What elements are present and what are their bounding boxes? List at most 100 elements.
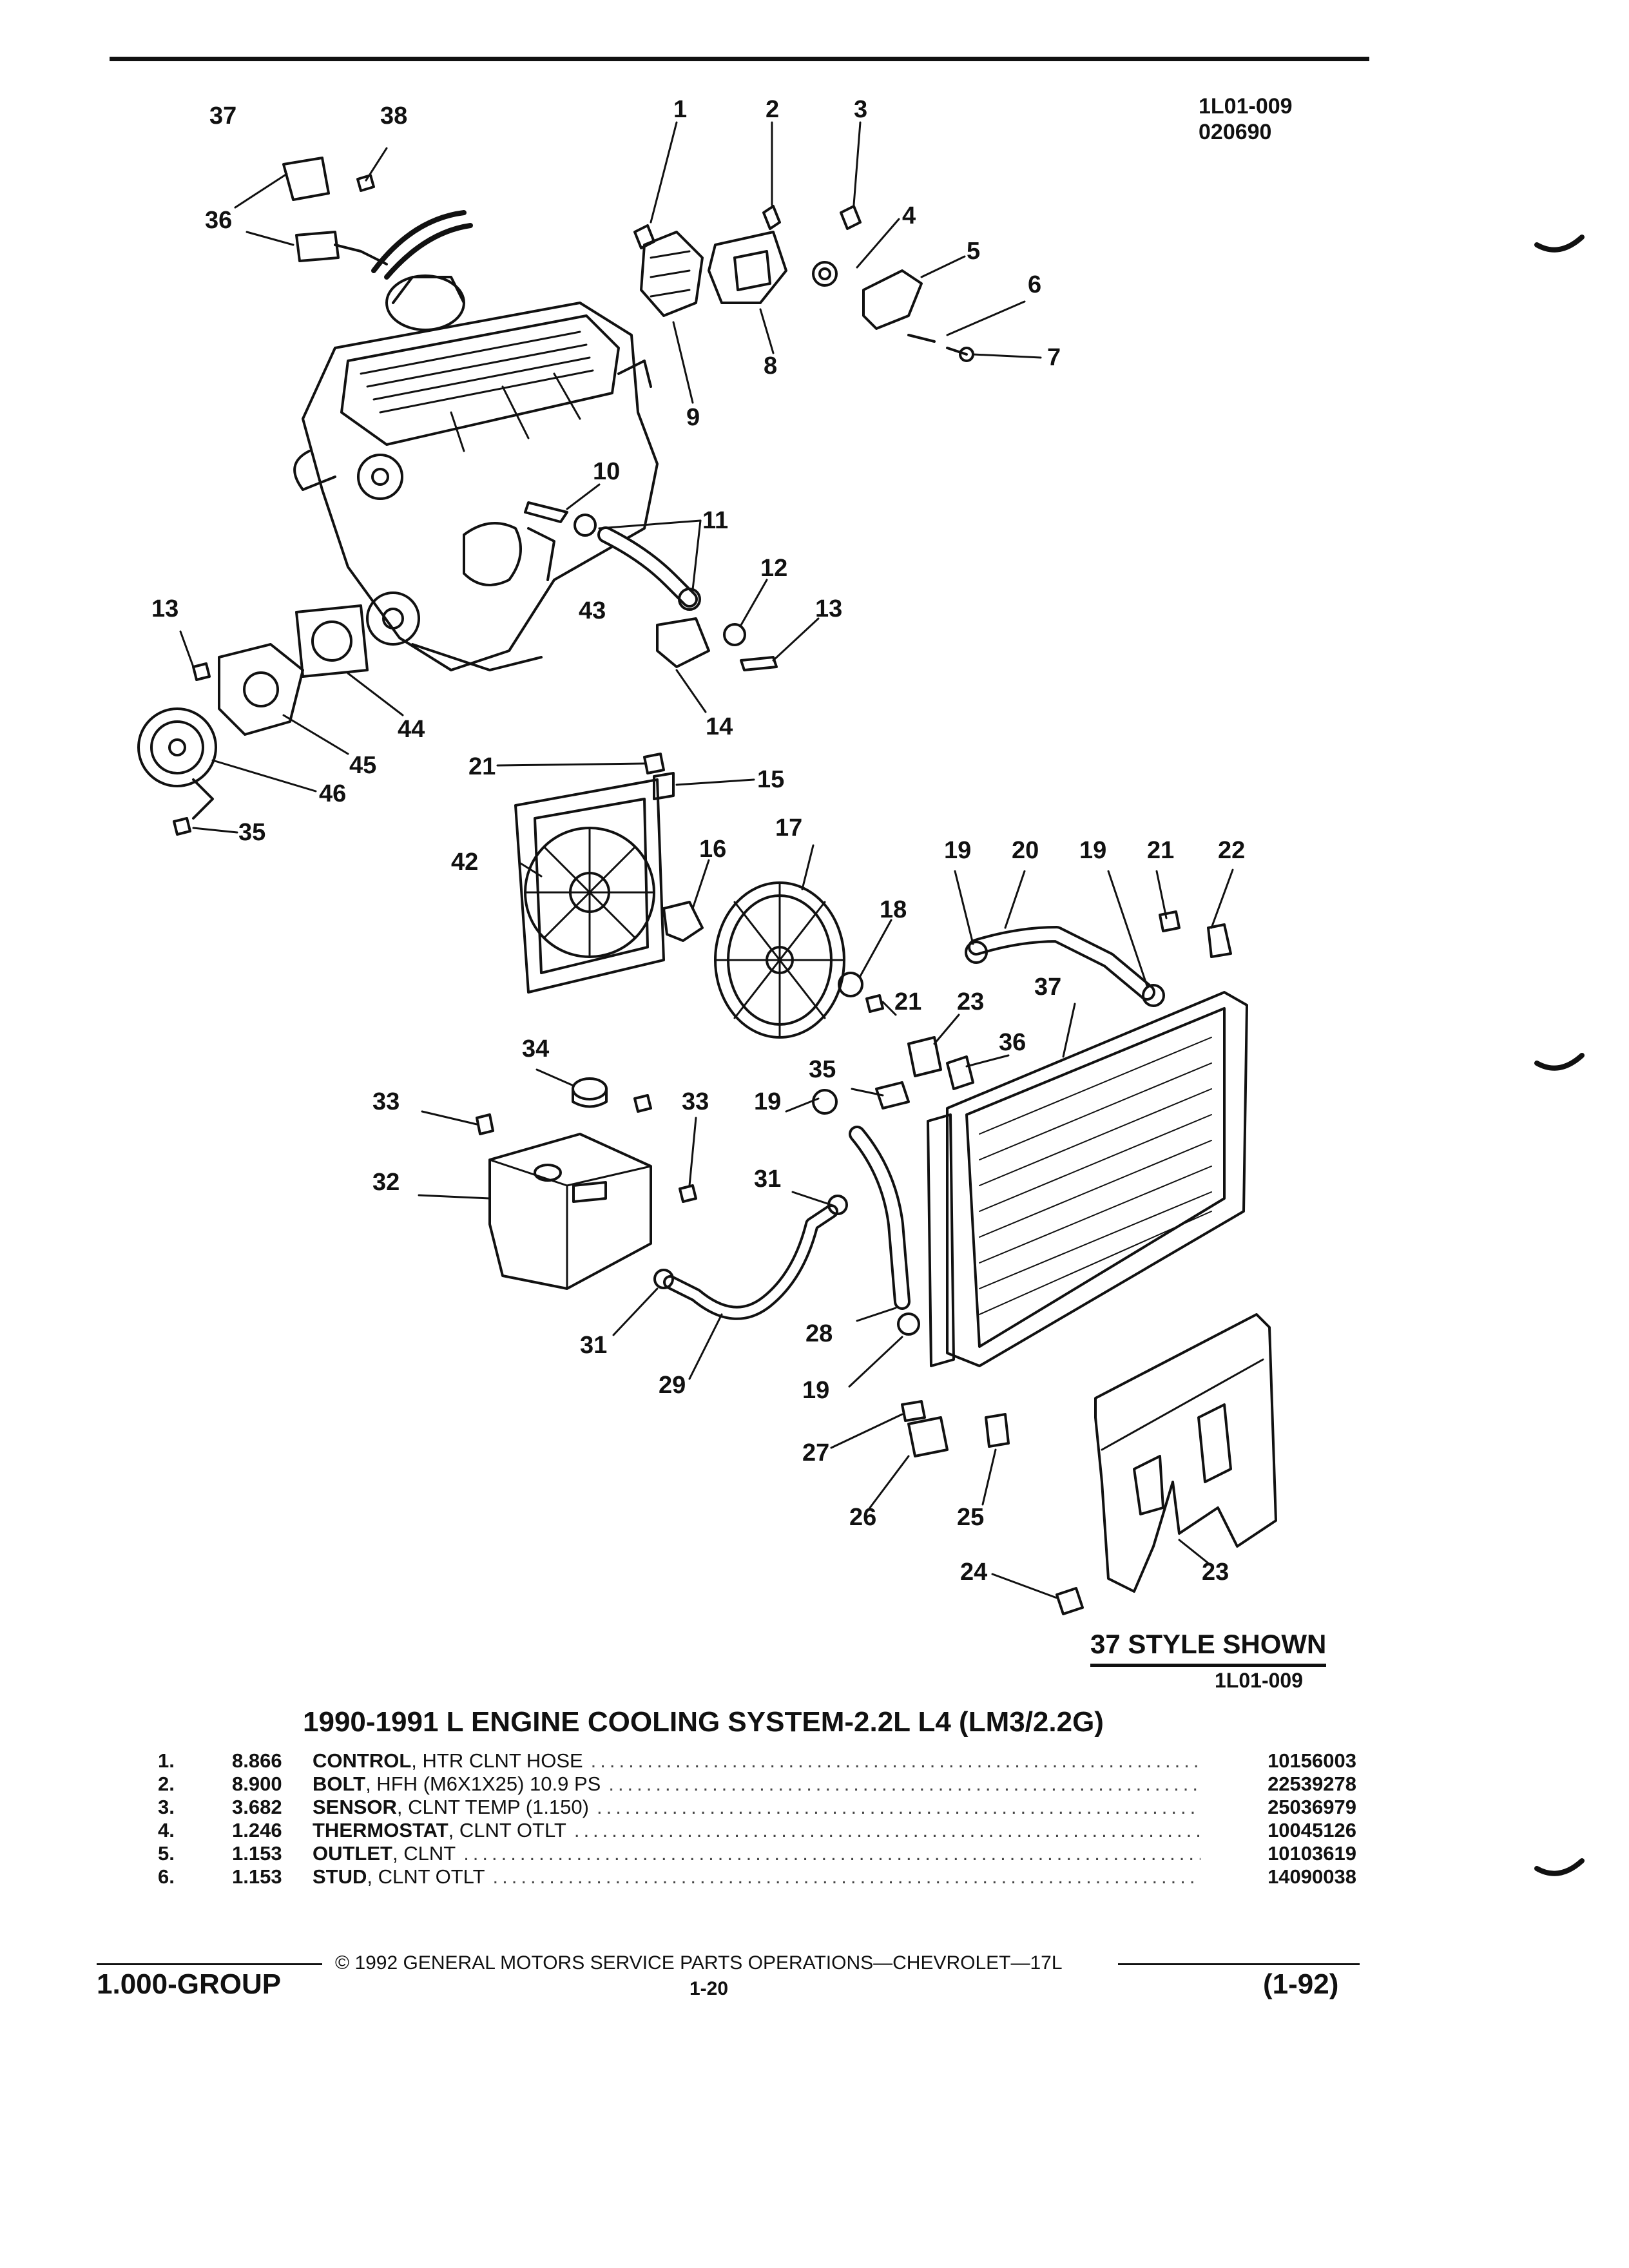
callout-20: 20: [1012, 837, 1039, 864]
item-part-number: 22539278: [1268, 1773, 1356, 1795]
heater-hose-group: [524, 501, 778, 671]
item-name: THERMOSTAT: [313, 1819, 448, 1841]
parts-list-row: 6. 1.153 STUD , CLNT OTLT 14090038: [158, 1865, 1356, 1888]
callout-22: 22: [1218, 837, 1246, 864]
callout-46: 38: [380, 102, 408, 130]
callout-21-top: 21: [468, 753, 496, 780]
item-part-number: 14090038: [1268, 1865, 1356, 1888]
callout-33-left: 33: [372, 1088, 400, 1115]
callout-15: 15: [757, 766, 785, 793]
callout-9: 9: [686, 404, 700, 431]
callout-21-right: 21: [1147, 837, 1175, 864]
reference-date: 020690: [1199, 120, 1272, 144]
item-number: 2.: [158, 1773, 175, 1795]
water-pump-group: [137, 604, 369, 836]
callout-24: 23: [1202, 1559, 1229, 1586]
dot-leader: [574, 1819, 1200, 1842]
dot-leader: [608, 1773, 1200, 1796]
callout-38: 42: [451, 849, 479, 876]
top-rule: [110, 57, 1369, 61]
engine-block: [293, 210, 659, 671]
callout-27: 26: [849, 1504, 877, 1531]
callout-31-right: 31: [754, 1166, 782, 1193]
section-title: 1990-1991 L ENGINE COOLING SYSTEM-2.2L L…: [303, 1706, 1104, 1738]
item-description: , CLNT: [392, 1842, 456, 1865]
callout-13-left: 13: [151, 595, 179, 622]
callout-41: 45: [349, 752, 377, 779]
binder-mark: [1534, 1858, 1585, 1876]
callout-33-right: 33: [682, 1088, 709, 1115]
parts-list: 1. 8.866 CONTROL , HTR CLNT HOSE 1015600…: [158, 1749, 1356, 1888]
callout-2: 2: [766, 96, 780, 123]
item-group-number: 8.900: [232, 1773, 282, 1795]
item-number: 1.: [158, 1749, 175, 1772]
callout-19-c: 19: [754, 1088, 782, 1115]
connector-parts: [282, 157, 388, 265]
callout-26: 25: [957, 1504, 985, 1531]
callout-19-b: 19: [1079, 837, 1107, 864]
item-description: , CLNT TEMP (1.150): [396, 1796, 589, 1818]
item-group-number: 8.866: [232, 1749, 282, 1772]
item-number: 3.: [158, 1796, 175, 1818]
footer-page-number: 1-20: [689, 1978, 729, 1999]
binder-mark: [1534, 235, 1585, 253]
callout-32: 32: [372, 1169, 400, 1196]
footer-rule-right: [1118, 1963, 1360, 1965]
thermostat-housing: [633, 205, 974, 362]
parts-list-row: 2. 8.900 BOLT , HFH (M6X1X25) 10.9 PS 22…: [158, 1773, 1356, 1796]
item-number: 5.: [158, 1842, 175, 1865]
reference-code: 1L01-009: [1199, 94, 1293, 119]
callout-36: 36: [999, 1029, 1027, 1056]
item-part-number: 10103619: [1268, 1842, 1356, 1865]
parts-list-row: 3. 3.682 SENSOR , CLNT TEMP (1.150) 2503…: [158, 1796, 1356, 1819]
footer-rule-left: [97, 1963, 322, 1965]
item-name: OUTLET: [313, 1842, 392, 1865]
item-part-number: 10156003: [1268, 1749, 1356, 1772]
dot-leader: [591, 1749, 1200, 1773]
dot-leader: [493, 1865, 1200, 1888]
callout-16: 16: [699, 836, 727, 863]
binder-mark: [1534, 1053, 1585, 1071]
dot-leader: [597, 1796, 1200, 1819]
callout-4: 4: [902, 202, 916, 229]
reference-block: 1L01-009 020690: [1199, 93, 1293, 145]
lower-bracket-group: [901, 1313, 1277, 1615]
dot-leader: [463, 1842, 1200, 1865]
parts-list-row: 5. 1.153 OUTLET , CLNT 10103619: [158, 1842, 1356, 1865]
item-description: , CLNT OTLT: [448, 1819, 566, 1841]
callout-39: 43: [579, 597, 606, 624]
callout-45: 37: [209, 102, 237, 130]
callout-21-mid: 21: [894, 988, 922, 1015]
callout-13-right: 13: [815, 595, 843, 622]
footer-date: (1-92): [1263, 1968, 1339, 2000]
callout-29: 28: [805, 1320, 833, 1347]
leader-lines: [179, 121, 1234, 1599]
callout-6: 6: [1028, 271, 1042, 298]
callout-19-a: 19: [944, 837, 972, 864]
callout-31-left: 31: [580, 1332, 608, 1359]
callout-8: 8: [764, 352, 778, 380]
coolant-reservoir-group: [476, 1077, 848, 1320]
callout-23: 23: [957, 988, 985, 1015]
item-group-number: 1.153: [232, 1865, 282, 1888]
callout-19-d: 19: [802, 1377, 830, 1404]
item-group-number: 1.246: [232, 1819, 282, 1841]
callout-18: 18: [880, 896, 907, 923]
callout-11: 11: [702, 507, 729, 534]
item-number: 6.: [158, 1865, 175, 1888]
item-description: , HFH (M6X1X25) 10.9 PS: [365, 1773, 601, 1795]
item-group-number: 3.682: [232, 1796, 282, 1818]
callout-1: 1: [673, 96, 688, 123]
item-number: 4.: [158, 1819, 175, 1841]
callout-12: 12: [760, 555, 788, 582]
callout-14: 14: [706, 713, 733, 740]
item-name: CONTROL: [313, 1749, 412, 1772]
item-group-number: 1.153: [232, 1842, 282, 1865]
footer-group: 1.000-GROUP: [97, 1968, 282, 2000]
callout-34: 34: [522, 1035, 550, 1062]
callout-30: 29: [659, 1372, 686, 1399]
callout-37: 37: [1034, 974, 1062, 1001]
item-description: , HTR CLNT HOSE: [411, 1749, 583, 1772]
fan-assembly: [514, 753, 863, 1039]
callout-40: 44: [398, 716, 425, 743]
